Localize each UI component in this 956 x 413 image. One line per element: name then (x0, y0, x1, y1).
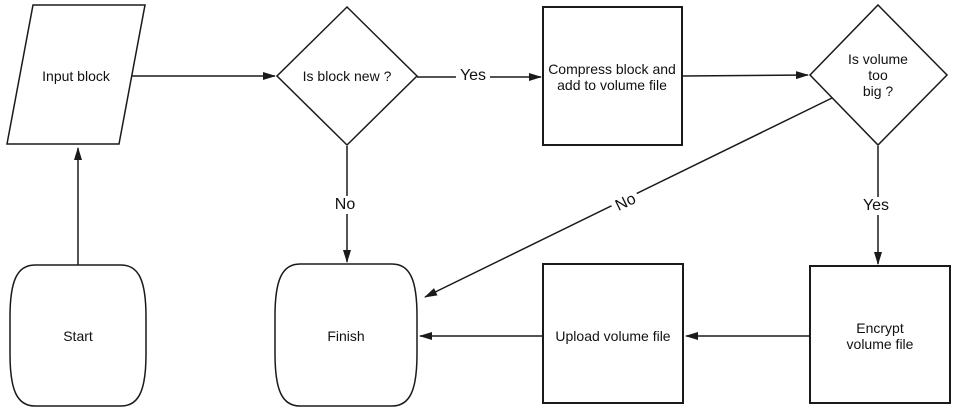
edge-label-yes-block-new: Yes (455, 67, 491, 85)
edge-label-no-block-new: No (330, 196, 360, 214)
input-block-parallelogram (6, 4, 146, 145)
input-block-label: Input block (42, 68, 110, 84)
is-block-new-diamond (275, 5, 419, 147)
upload-volume-label: Upload volume file (555, 328, 671, 344)
compress-block-rectangle (542, 6, 683, 146)
start-terminator (9, 264, 147, 407)
encrypt-volume-label: Encrypt volume file (846, 320, 914, 352)
upload-volume-rectangle (542, 263, 684, 404)
encrypt-volume-rectangle (809, 265, 951, 404)
compress-block-label: Compress block and add to volume file (548, 61, 676, 93)
finish-label: Finish (327, 328, 365, 344)
finish-terminator (274, 263, 418, 407)
edge-compress-to-is-volume-too-big (681, 71, 809, 80)
edge-label-yes-volume-big: Yes (858, 197, 894, 215)
is-volume-too-big-diamond (808, 3, 949, 147)
is-block-new-label: Is block new ? (302, 68, 392, 84)
is-volume-too-big-label: Is volume too big ? (848, 51, 908, 99)
start-label: Start (63, 328, 93, 344)
